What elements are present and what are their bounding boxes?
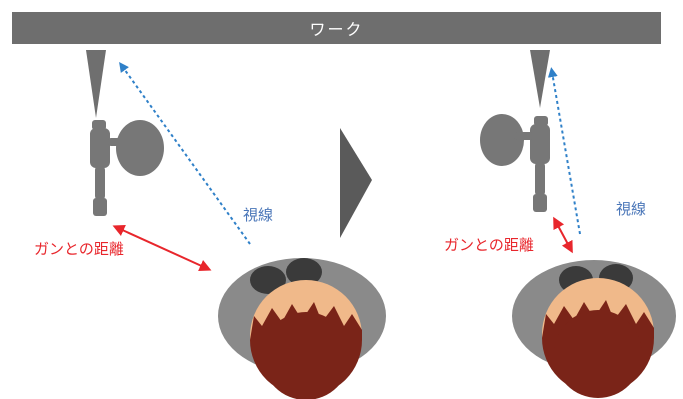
right-distance-arrow bbox=[553, 216, 573, 254]
right-gaze-arrow bbox=[547, 67, 581, 235]
transition-arrow-icon bbox=[340, 128, 372, 238]
left-gaze-label: 視線 bbox=[243, 206, 274, 224]
right-spray-gun-icon bbox=[480, 114, 550, 212]
left-distance-arrow bbox=[112, 225, 212, 271]
right-worker-icon bbox=[512, 260, 676, 398]
work-label: ワーク bbox=[309, 20, 364, 39]
work-bar: ワーク bbox=[12, 12, 661, 44]
left-spray-gun-icon bbox=[90, 120, 164, 216]
right-gaze-label: 視線 bbox=[616, 200, 647, 218]
left-gaze-arrow bbox=[119, 61, 251, 245]
right-distance-label: ガンとの距離 bbox=[444, 236, 534, 254]
right-spray-cone bbox=[530, 50, 550, 108]
left-distance-label: ガンとの距離 bbox=[34, 240, 124, 258]
left-worker-icon bbox=[218, 258, 386, 399]
left-spray-cone bbox=[86, 50, 106, 118]
